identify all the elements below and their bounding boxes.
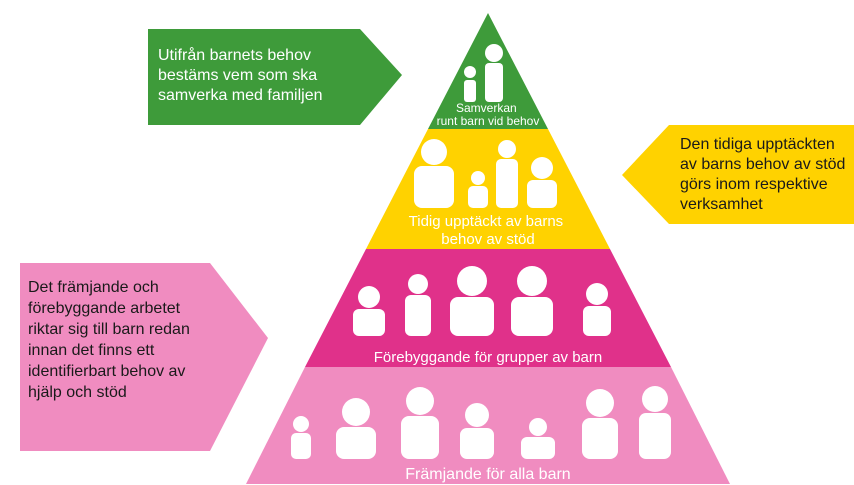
callout-line: förebyggande arbetet [28,300,181,317]
person-icon [639,386,671,459]
person-icon [401,387,439,459]
callout-line: bestäms vem som ska [158,67,317,84]
callout-yellow-text: Den tidiga upptäckten av barns behov av … [680,136,850,213]
tier-label-line: Samverkan [456,101,517,115]
callout-line: Utifrån barnets behov [158,46,311,64]
callout-green-text: Utifrån barnets behov bestäms vem som sk… [158,46,323,104]
person-icon [527,157,557,208]
callout-line: görs inom respektive [680,176,828,193]
tier-label-line: Främjande för alla barn [405,466,570,483]
callout-line: Det främjande och [28,279,159,296]
callout-green-arrow [148,29,402,125]
tier-label-bottom: Främjande för alla barn [405,466,570,483]
tier-label-second: Tidig upptäckt av barns behov av stöd [409,213,568,248]
tier-label-line: runt barn vid behov [437,114,540,128]
person-icon [496,140,518,208]
people-icons-second [414,139,557,208]
callout-yellow-arrow [622,125,854,224]
callout-line: Den tidiga upptäckten [680,136,835,153]
person-icon [460,403,494,459]
people-icons-third [353,266,611,336]
callout-pink-text: Det främjande och förebyggande arbetet r… [28,279,194,401]
callout-pink-arrow [20,263,268,451]
person-icon [464,66,476,102]
person-icon [414,139,454,208]
person-icon [291,416,311,459]
person-icon [450,266,494,336]
tier-label-line: behov av stöd [441,231,534,248]
person-icon [353,286,385,336]
callout-line: identifierbart behov av [28,363,185,380]
tier-label-line: Tidig upptäckt av barns [409,213,564,230]
callout-line: hjälp och stöd [28,384,127,401]
tier-label-third: Förebyggande för grupper av barn [374,349,602,366]
person-icon [468,171,488,208]
callout-line: verksamhet [680,196,763,213]
callout-line: riktar sig till barn redan [28,321,190,338]
person-icon [521,418,555,459]
people-icons-bottom [291,386,671,459]
people-icons-top [464,44,503,102]
person-icon [336,398,376,459]
callout-line: samverka med familjen [158,87,323,104]
callout-line: innan det finns ett [28,342,155,359]
tier-label-line: Förebyggande för grupper av barn [374,349,602,366]
person-icon [405,274,431,336]
tier-label-top: Samverkan runt barn vid behov [437,101,540,128]
callout-line: av barns behov av stöd [680,156,845,173]
person-icon [583,283,611,336]
person-icon [511,266,553,336]
person-icon [485,44,503,102]
person-icon [582,389,618,459]
